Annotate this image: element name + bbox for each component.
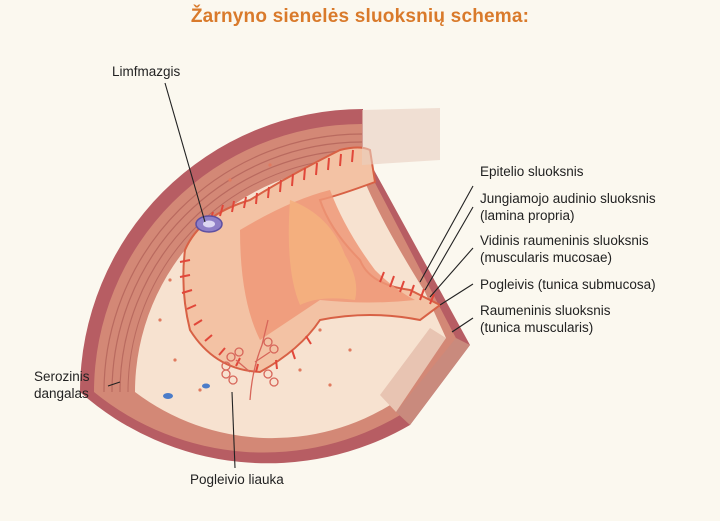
submucosal-gland bbox=[221, 319, 279, 401]
label-vidinis-line1: Vidinis raumeninis sluoksnis bbox=[480, 233, 649, 248]
label-raumeninis-line2: (tunica muscularis) bbox=[480, 320, 594, 335]
pointer-jungiamojo bbox=[424, 206, 474, 291]
label-serozinis-line1: Serozinis bbox=[34, 369, 90, 384]
label-limfmazgis: Limfmazgis bbox=[112, 64, 181, 79]
page-title: Žarnyno sienelės sluoksnių schema: bbox=[190, 6, 530, 27]
submucosa-dots bbox=[158, 163, 352, 392]
pointer-raumeninis bbox=[451, 317, 474, 333]
label-raumeninis-line1: Raumeninis sluoksnis bbox=[480, 303, 611, 318]
label-liauka: Pogleivio liauka bbox=[190, 472, 284, 487]
pointer-limfmazgis bbox=[164, 82, 206, 223]
label-jungiamojo-line1: Jungiamojo audinio sluoksnis bbox=[480, 191, 656, 206]
label-pogleivis: Pogleivis (tunica submucosa) bbox=[480, 277, 656, 292]
pointer-serozinis bbox=[107, 381, 121, 387]
pointer-liauka bbox=[231, 391, 236, 469]
label-vidinis-line2: (muscularis mucosae) bbox=[480, 250, 613, 265]
pointer-epitelio bbox=[419, 185, 474, 283]
lymph-node bbox=[195, 215, 223, 233]
serosa-vessels bbox=[163, 383, 210, 399]
mucosa-layer bbox=[182, 146, 442, 374]
label-epitelio: Epitelio sluoksnis bbox=[480, 164, 584, 179]
cut-section bbox=[362, 108, 470, 425]
pointer-pogleivis bbox=[439, 283, 474, 306]
label-serozinis-line2: dangalas bbox=[34, 386, 89, 401]
villi-fringe bbox=[179, 149, 435, 373]
pointer-lines bbox=[107, 82, 474, 469]
label-jungiamojo-line2: (lamina propria) bbox=[480, 208, 575, 223]
pointer-vidinis bbox=[429, 247, 474, 298]
